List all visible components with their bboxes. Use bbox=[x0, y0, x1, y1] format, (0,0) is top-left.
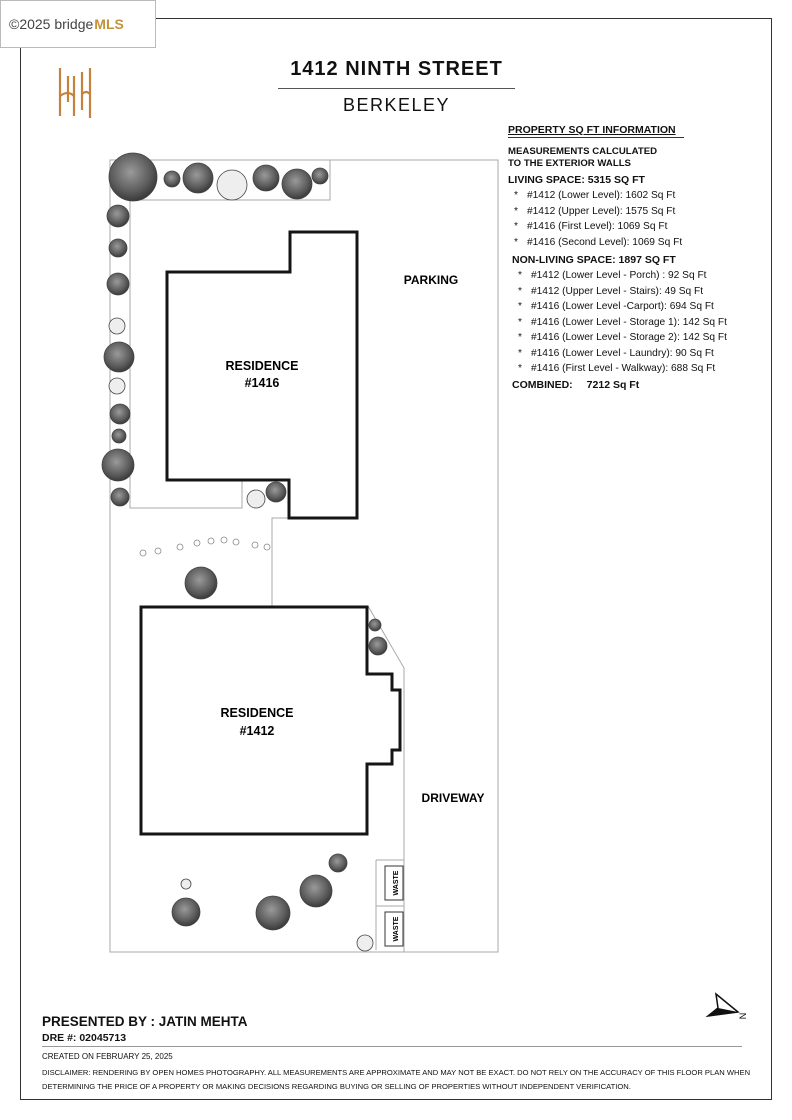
page-frame bbox=[20, 18, 772, 1100]
footer-divider bbox=[42, 1046, 742, 1047]
list-item: #1416 (Lower Level - Storage 1): 142 Sq … bbox=[518, 315, 768, 331]
living-space-list: #1412 (Lower Level): 1602 Sq Ft #1412 (U… bbox=[508, 188, 768, 250]
waste-bin-1 bbox=[384, 865, 404, 901]
brand-logo-icon bbox=[58, 68, 92, 118]
dre-number: DRE #: 02045713 bbox=[42, 1032, 127, 1044]
combined-total: COMBINED:7212 Sq Ft bbox=[512, 378, 640, 391]
created-date: CREATED ON FEBRUARY 25, 2025 bbox=[42, 1052, 173, 1061]
nonliving-space-title: NON-LIVING SPACE: 1897 SQ FT bbox=[512, 254, 676, 266]
list-item: #1412 (Lower Level): 1602 Sq Ft bbox=[514, 188, 768, 204]
disclaimer-text: DISCLAIMER: RENDERING BY OPEN HOMES PHOT… bbox=[42, 1068, 751, 1091]
info-heading: PROPERTY SQ FT INFORMATION bbox=[508, 124, 676, 136]
waste-bin-2 bbox=[384, 911, 404, 947]
living-space-title: LIVING SPACE: 5315 SQ FT bbox=[508, 174, 645, 186]
page-subtitle: BERKELEY bbox=[342, 95, 451, 115]
waste-bin-2-label: WASTE bbox=[393, 916, 400, 941]
north-arrow-icon bbox=[705, 992, 740, 1018]
list-item: #1416 (Lower Level -Carport): 694 Sq Ft bbox=[518, 299, 768, 315]
waste-bin-1-label: WASTE bbox=[393, 870, 400, 895]
list-item: #1416 (First Level - Walkway): 688 Sq Ft bbox=[518, 361, 768, 377]
sqft-info-panel: PROPERTY SQ FT INFORMATION MEASUREMENTS … bbox=[508, 124, 768, 391]
watermark-copyright: ©2025 bridge bbox=[9, 16, 94, 32]
residence-1412-number: #1412 bbox=[240, 724, 275, 738]
list-item: #1416 (Second Level): 1069 Sq Ft bbox=[514, 235, 768, 251]
page-title: 1412 NINTH STREET bbox=[290, 58, 503, 80]
landscaping-shrubs bbox=[101, 152, 388, 952]
residence-1416-label: RESIDENCE bbox=[226, 359, 299, 373]
presented-by: PRESENTED BY : JATIN MEHTA bbox=[42, 1014, 248, 1029]
watermark-brand: MLS bbox=[94, 16, 124, 32]
list-item: #1412 (Upper Level): 1575 Sq Ft bbox=[514, 204, 768, 220]
list-item: #1416 (Lower Level - Laundry): 90 Sq Ft bbox=[518, 346, 768, 362]
measurement-note: MEASUREMENTS CALCULATED TO THE EXTERIOR … bbox=[508, 146, 658, 169]
stepping-stones bbox=[139, 536, 271, 557]
list-item: #1416 (First Level): 1069 Sq Ft bbox=[514, 219, 768, 235]
residence-1416-outline bbox=[165, 230, 359, 520]
residence-1416-number: #1416 bbox=[245, 376, 280, 390]
list-item: #1412 (Upper Level - Stairs): 49 Sq Ft bbox=[518, 284, 768, 300]
list-item: #1416 (Lower Level - Storage 2): 142 Sq … bbox=[518, 330, 768, 346]
nonliving-space-list: #1412 (Lower Level - Porch) : 92 Sq Ft #… bbox=[508, 268, 768, 377]
north-label: N bbox=[738, 1013, 748, 1020]
residence-1412-label: RESIDENCE bbox=[221, 706, 294, 720]
list-item: #1412 (Lower Level - Porch) : 92 Sq Ft bbox=[518, 268, 768, 284]
residence-1412-outline bbox=[139, 605, 402, 836]
parking-label: PARKING bbox=[404, 273, 458, 287]
driveway-label: DRIVEWAY bbox=[422, 791, 485, 805]
title-divider bbox=[278, 88, 515, 89]
